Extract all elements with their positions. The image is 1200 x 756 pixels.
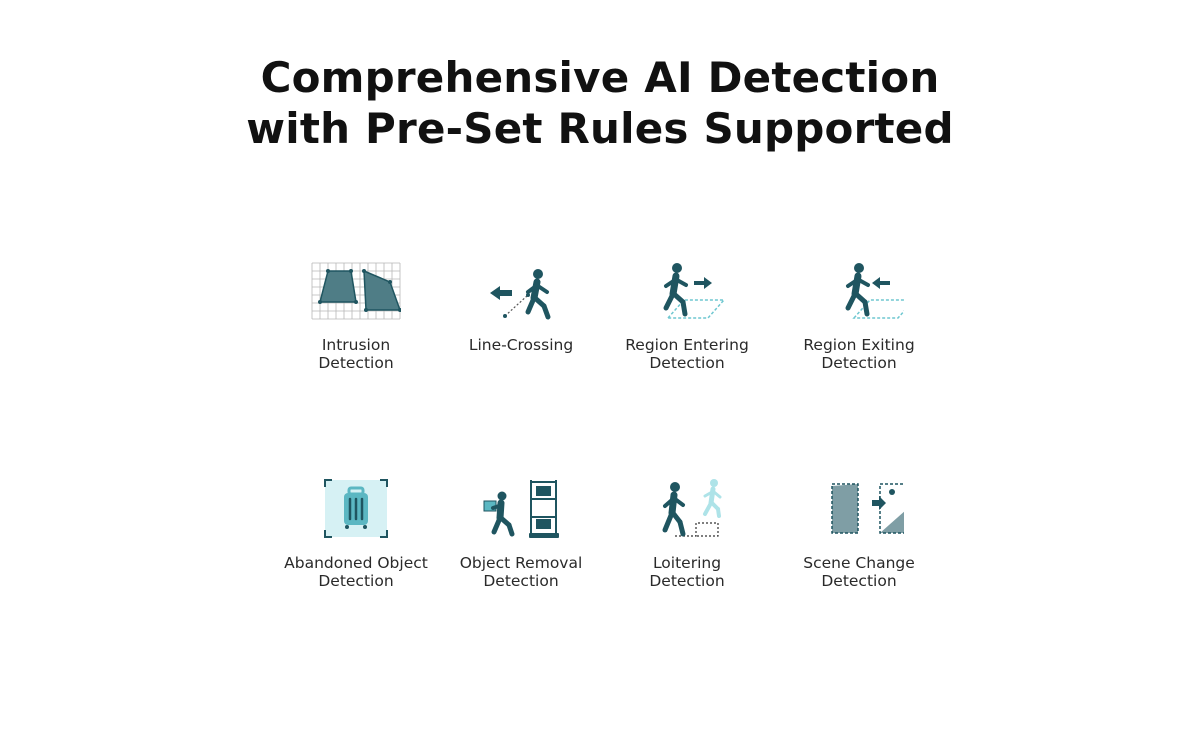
feature-label-line-1: Abandoned Object [284,554,428,572]
feature-label-line-2: Detection [649,572,725,590]
feature-label: Line-Crossing [436,336,606,354]
feature-label-line-1: Intrusion [321,336,391,354]
feature-label-line-1: Object Removal [459,554,583,572]
loitering-icon [662,479,722,537]
title-line-2: with Pre-Set Rules Supported [246,104,954,153]
feature-line-crossing: Line-Crossing [436,262,606,354]
feature-label: Intrusion Detection [271,336,441,372]
object-removal-icon [483,480,559,538]
feature-label: Abandoned Object Detection [271,554,441,590]
line-crossing-icon [490,269,551,320]
feature-abandoned-object-detection: Abandoned Object Detection [271,478,441,590]
feature-label-line-2: Detection [483,572,559,590]
feature-label-line-1: Region Entering [625,336,749,354]
feature-intrusion-detection: Intrusion Detection [271,262,441,372]
feature-label: Loitering Detection [602,554,772,590]
abandoned-object-icon [324,479,388,538]
feature-label-line-2: Detection [318,572,394,590]
feature-label-line-2: Detection [821,354,897,372]
region-exiting-icon [845,263,904,319]
feature-label-line-2: Detection [821,572,897,590]
region-entering-icon [663,263,726,319]
feature-region-entering-detection: Region Entering Detection [602,262,772,372]
feature-label: Scene Change Detection [774,554,944,590]
feature-label-line-1: Line-Crossing [468,336,574,354]
feature-label-line-1: Loitering [652,554,722,572]
feature-loitering-detection: Loitering Detection [602,478,772,590]
feature-label-line-2: Detection [649,354,725,372]
feature-label-line-2: Detection [318,354,394,372]
feature-region-exiting-detection: Region Exiting Detection [774,262,944,372]
feature-scene-change-detection: Scene Change Detection [774,478,944,590]
feature-label: Object Removal Detection [436,554,606,590]
title-line-1: Comprehensive AI Detection [260,53,940,102]
page-title: Comprehensive AI Detection with Pre-Set … [0,52,1200,154]
feature-object-removal-detection: Object Removal Detection [436,478,606,590]
feature-label: Region Exiting Detection [774,336,944,372]
scene-change-icon [831,483,904,534]
feature-label: Region Entering Detection [602,336,772,372]
feature-label-line-1: Region Exiting [803,336,915,354]
intrusion-icon [311,262,401,320]
feature-label-line-1: Scene Change [803,554,915,572]
